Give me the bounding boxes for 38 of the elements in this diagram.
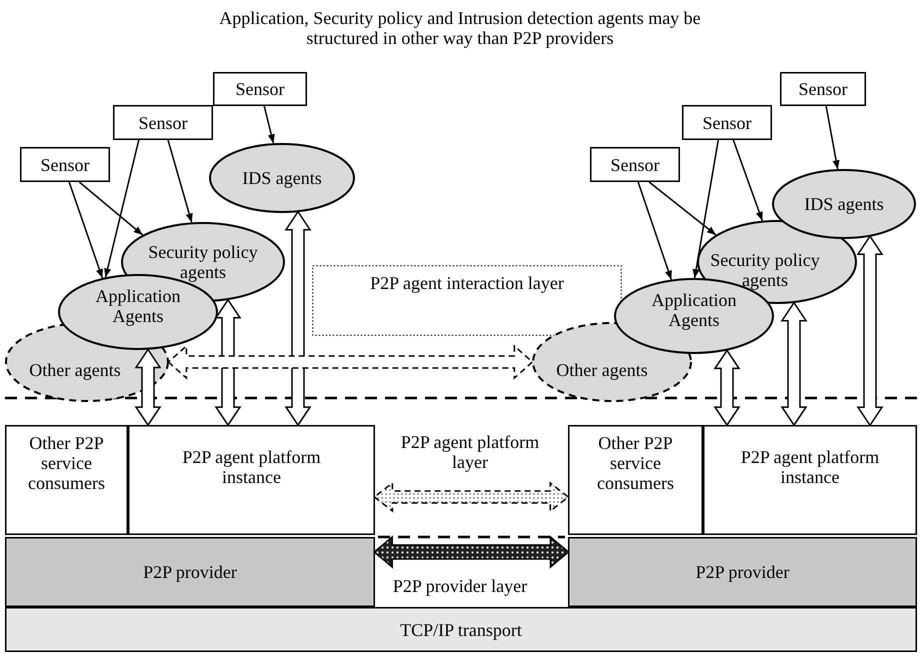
double-arrow xyxy=(373,481,570,513)
double-arrow xyxy=(134,348,162,426)
arrow xyxy=(78,181,144,236)
provider-box: P2P provider xyxy=(5,537,375,607)
layer-box: P2P agent interaction layer xyxy=(312,265,622,336)
arrow xyxy=(104,140,140,278)
platform-box: P2P agent platform instance xyxy=(128,425,375,535)
arrow xyxy=(692,140,720,278)
layer-label: P2P provider layer xyxy=(392,576,528,596)
double-arrow xyxy=(856,234,884,427)
heading: Application, Security policy and Intrusion detection agents may be structured in other way than P2P providers xyxy=(218,8,702,48)
arrow xyxy=(732,140,763,222)
arrow xyxy=(263,106,275,144)
sensor-box: Sensor xyxy=(682,105,772,140)
double-arrow xyxy=(714,349,740,426)
service-box: Other P2P service consumers xyxy=(568,425,703,535)
layer-label: P2P agent platform layer xyxy=(400,432,540,472)
platform-box: P2P agent platform instance xyxy=(703,425,917,535)
arrow xyxy=(648,181,716,236)
sensor-box: Sensor xyxy=(20,147,110,182)
double-arrow xyxy=(167,344,534,380)
double-arrow xyxy=(373,535,570,569)
service-box: Other P2P service consumers xyxy=(5,425,128,535)
provider-box: P2P provider xyxy=(568,537,917,607)
sensor-box: Sensor xyxy=(113,105,213,140)
arrow xyxy=(167,140,193,223)
agent-ellipse: IDS agents xyxy=(209,143,355,213)
arrow xyxy=(825,106,840,170)
arrow xyxy=(637,182,672,280)
sensor-box: Sensor xyxy=(780,72,866,106)
double-arrow xyxy=(780,301,808,426)
transport-box: TCP/IP transport xyxy=(5,607,917,652)
agent-ellipse: IDS agents xyxy=(772,169,916,239)
sensor-box: Sensor xyxy=(590,147,680,182)
sensor-box: Sensor xyxy=(213,72,307,106)
double-arrow xyxy=(214,298,242,426)
double-arrow xyxy=(284,210,312,426)
arrow xyxy=(68,182,104,278)
